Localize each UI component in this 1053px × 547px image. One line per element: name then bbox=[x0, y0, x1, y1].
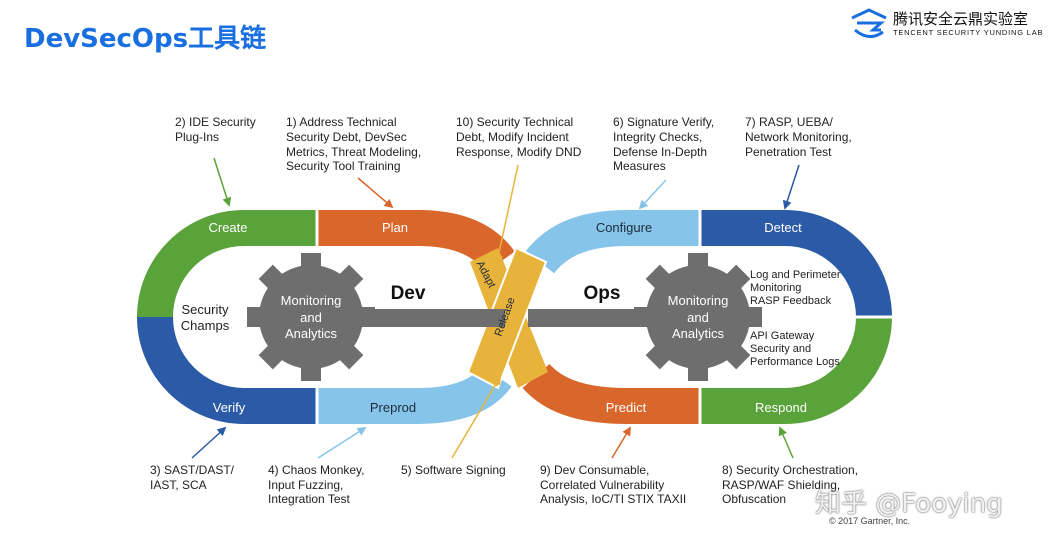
left-gear-line3: Analytics bbox=[285, 326, 338, 341]
arrow-6 bbox=[638, 179, 667, 210]
svg-text:Defense In-Depth: Defense In-Depth bbox=[613, 145, 707, 159]
arrow-5 bbox=[451, 375, 501, 459]
security-champs-line2: Champs bbox=[181, 318, 230, 333]
copyright: © 2017 Gartner, Inc. bbox=[829, 516, 911, 526]
svg-text:Integration Test: Integration Test bbox=[268, 492, 350, 506]
annotation-3: 3) SAST/DAST/ IAST, SCA bbox=[150, 463, 235, 492]
label-verify: Verify bbox=[213, 400, 246, 415]
arrow-8 bbox=[778, 426, 794, 459]
right-gear bbox=[634, 253, 762, 381]
api-line2: Security and bbox=[750, 343, 811, 355]
svg-text:Measures: Measures bbox=[613, 159, 666, 173]
svg-text:Analysis, IoC/TI STIX TAXII: Analysis, IoC/TI STIX TAXII bbox=[540, 492, 686, 506]
annotation-9: 9) Dev Consumable, Correlated Vulnerabil… bbox=[540, 463, 686, 506]
annotation-1: 1) Address Technical Security Debt, DevS… bbox=[286, 115, 421, 173]
svg-text:8) Security Orchestration,: 8) Security Orchestration, bbox=[722, 463, 858, 477]
svg-text:Integrity Checks,: Integrity Checks, bbox=[613, 130, 702, 144]
segment-respond bbox=[700, 316, 892, 424]
annotation-5: 5) Software Signing bbox=[401, 463, 506, 477]
svg-text:7) RASP, UEBA/: 7) RASP, UEBA/ bbox=[745, 115, 833, 129]
api-line3: Performance Logs bbox=[750, 356, 840, 368]
segment-detect bbox=[700, 210, 892, 318]
segment-create bbox=[137, 210, 317, 318]
arrow-4 bbox=[317, 427, 367, 459]
left-bar bbox=[340, 309, 505, 327]
page-title: DevSecOps工具链 bbox=[24, 24, 267, 54]
annotation-8: 8) Security Orchestration, RASP/WAF Shie… bbox=[722, 463, 858, 506]
svg-text:Input Fuzzing,: Input Fuzzing, bbox=[268, 478, 343, 492]
arrow-7 bbox=[782, 164, 800, 210]
svg-text:Correlated Vulnerability: Correlated Vulnerability bbox=[540, 478, 664, 492]
label-predict: Predict bbox=[606, 400, 647, 415]
left-gear-line1: Monitoring bbox=[281, 293, 342, 308]
log-line2: Monitoring bbox=[750, 282, 801, 294]
label-configure: Configure bbox=[596, 220, 652, 235]
annotation-7: 7) RASP, UEBA/ Network Monitoring, Penet… bbox=[745, 115, 852, 159]
left-gear bbox=[247, 253, 375, 381]
label-ops: Ops bbox=[584, 283, 621, 304]
arrow-10 bbox=[494, 164, 519, 264]
arrow-2 bbox=[213, 157, 232, 207]
segment-configure bbox=[525, 210, 700, 274]
log-line3: RASP Feedback bbox=[750, 295, 832, 307]
segment-predict bbox=[522, 363, 700, 424]
segment-release bbox=[466, 246, 548, 390]
right-loop bbox=[522, 209, 892, 425]
svg-text:Network Monitoring,: Network Monitoring, bbox=[745, 130, 852, 144]
svg-text:4) Chaos Monkey,: 4) Chaos Monkey, bbox=[268, 463, 365, 477]
svg-text:Response, Modify DND: Response, Modify DND bbox=[456, 145, 582, 159]
left-gear-line2: and bbox=[300, 310, 322, 325]
svg-text:6) Signature Verify,: 6) Signature Verify, bbox=[613, 115, 714, 129]
svg-text:Metrics, Threat Modeling,: Metrics, Threat Modeling, bbox=[286, 145, 421, 159]
svg-text:5) Software Signing: 5) Software Signing bbox=[401, 463, 506, 477]
svg-text:Penetration Test: Penetration Test bbox=[745, 145, 832, 159]
annotation-2: 2) IDE Security Plug-Ins bbox=[175, 115, 256, 144]
segment-verify bbox=[137, 316, 317, 424]
label-dev: Dev bbox=[391, 283, 426, 304]
segment-plan bbox=[317, 210, 515, 273]
watermark: 知乎 @Fooying bbox=[815, 489, 1003, 519]
right-gear-line1: Monitoring bbox=[668, 293, 729, 308]
security-champs-line1: Security bbox=[182, 302, 229, 317]
logo-name-en: TENCENT SECURITY YUNDING LAB bbox=[893, 28, 1044, 37]
annotation-10: 10) Security Technical Debt, Modify Inci… bbox=[456, 115, 582, 159]
api-line1: API Gateway bbox=[750, 330, 815, 342]
label-respond: Respond bbox=[755, 400, 807, 415]
annotation-4: 4) Chaos Monkey, Input Fuzzing, Integrat… bbox=[268, 463, 365, 506]
label-preprod: Preprod bbox=[370, 400, 416, 415]
svg-text:Obfuscation: Obfuscation bbox=[722, 492, 786, 506]
label-plan: Plan bbox=[382, 220, 408, 235]
right-gear-line3: Analytics bbox=[672, 326, 725, 341]
svg-text:Debt, Modify Incident: Debt, Modify Incident bbox=[456, 130, 569, 144]
label-detect: Detect bbox=[764, 220, 802, 235]
svg-text:2) IDE Security: 2) IDE Security bbox=[175, 115, 256, 129]
yunding-logo: 腾讯安全云鼎实验室 TENCENT SECURITY YUNDING LAB bbox=[849, 8, 1044, 42]
svg-text:9) Dev Consumable,: 9) Dev Consumable, bbox=[540, 463, 649, 477]
svg-text:10) Security Technical: 10) Security Technical bbox=[456, 115, 573, 129]
log-line1: Log and Perimeter bbox=[750, 269, 841, 281]
arrow-3 bbox=[191, 426, 227, 459]
svg-text:IAST, SCA: IAST, SCA bbox=[150, 478, 207, 492]
yunding-logo-icon bbox=[851, 8, 887, 38]
svg-text:3) SAST/DAST/: 3) SAST/DAST/ bbox=[150, 463, 235, 477]
annotation-6: 6) Signature Verify, Integrity Checks, D… bbox=[613, 115, 714, 173]
arrow-1 bbox=[357, 177, 394, 209]
svg-text:Security Debt, DevSec: Security Debt, DevSec bbox=[286, 130, 407, 144]
svg-text:RASP/WAF Shielding,: RASP/WAF Shielding, bbox=[722, 478, 840, 492]
arrow-9 bbox=[611, 426, 631, 459]
svg-text:Security Tool Training: Security Tool Training bbox=[286, 159, 401, 173]
svg-text:Plug-Ins: Plug-Ins bbox=[175, 130, 219, 144]
svg-text:1) Address Technical: 1) Address Technical bbox=[286, 115, 397, 129]
logo-name-cn: 腾讯安全云鼎实验室 bbox=[893, 10, 1029, 28]
right-gear-line2: and bbox=[687, 310, 709, 325]
label-create: Create bbox=[208, 220, 247, 235]
